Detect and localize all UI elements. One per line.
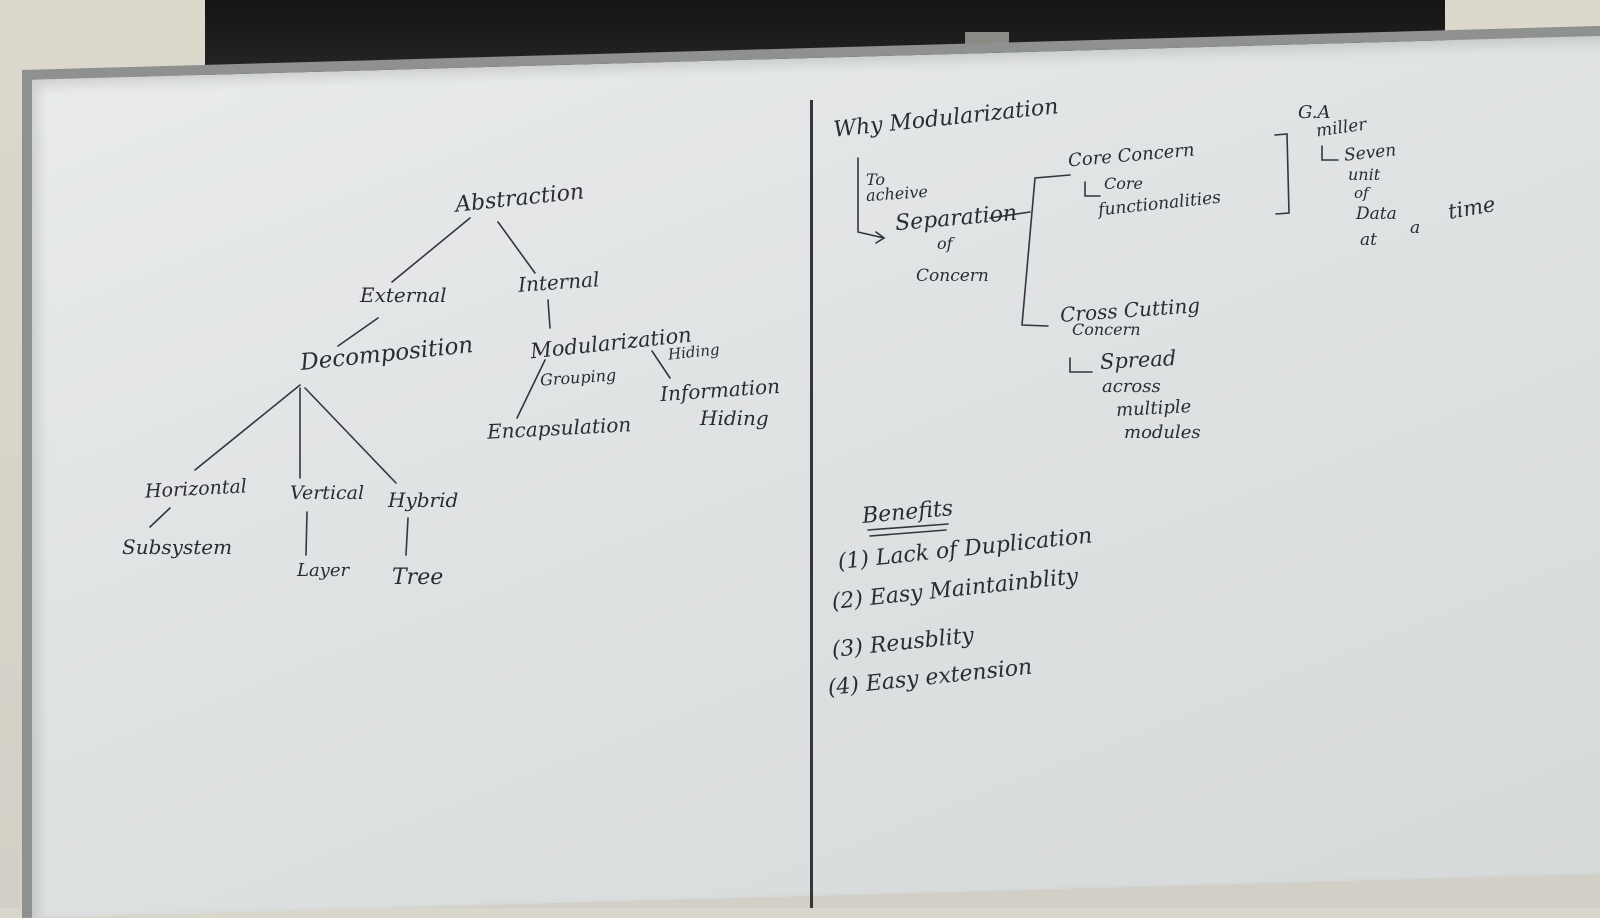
line-mod-information	[651, 350, 671, 379]
line-external-decomposition	[337, 317, 379, 347]
line-abstraction-external	[391, 217, 471, 283]
arrow-spread	[1069, 357, 1093, 373]
bracket-to-achieve	[857, 157, 885, 239]
line-horizontal-subsystem	[149, 507, 171, 528]
label-spread: Spread	[1099, 346, 1177, 374]
benefits-underline	[867, 523, 949, 531]
line-vertical-layer	[305, 511, 308, 556]
label-modules: modules	[1124, 422, 1201, 443]
label-hybrid: Hybrid	[388, 488, 459, 512]
arrow-core	[1084, 181, 1101, 197]
line-hybrid-tree	[405, 517, 409, 556]
label-concern: Concern	[916, 266, 989, 286]
benefits-underline-2	[869, 529, 947, 537]
label-data: Data	[1356, 204, 1397, 224]
label-tree: Tree	[392, 565, 444, 590]
label-at: at	[1360, 230, 1377, 250]
label-of-miller: of	[1354, 184, 1369, 202]
line-separation-branch	[989, 211, 1031, 219]
label-multiple: multiple	[1115, 396, 1192, 421]
label-acheive: acheive	[865, 181, 929, 206]
arrowhead-to-achieve	[875, 231, 886, 244]
board-divider-line	[810, 100, 813, 908]
bracket-miller	[1274, 133, 1290, 215]
label-vertical: Vertical	[290, 482, 365, 504]
label-to: To	[866, 170, 886, 189]
line-decomp-hybrid	[304, 387, 397, 484]
label-subsystem: Subsystem	[122, 535, 233, 559]
label-internal: Internal	[517, 267, 601, 297]
line-internal-modularization	[547, 299, 551, 329]
label-layer: Layer	[297, 560, 350, 581]
label-unit: unit	[1348, 165, 1381, 184]
label-of: of	[937, 234, 953, 253]
line-decomp-horizontal	[194, 384, 301, 471]
bracket-concerns	[1021, 174, 1071, 327]
label-a: a	[1410, 218, 1421, 238]
line-mod-encapsulation	[516, 359, 546, 419]
label-horizontal: Horizontal	[144, 475, 248, 503]
label-hiding: Hiding	[700, 406, 769, 430]
label-external: External	[360, 283, 447, 307]
arrow-seven	[1321, 145, 1339, 161]
label-core: Core	[1104, 174, 1143, 193]
label-ga: G.A	[1298, 102, 1331, 123]
label-across: across	[1102, 376, 1161, 397]
label-cross-concern: Concern	[1072, 320, 1141, 339]
line-abstraction-internal	[497, 221, 536, 274]
